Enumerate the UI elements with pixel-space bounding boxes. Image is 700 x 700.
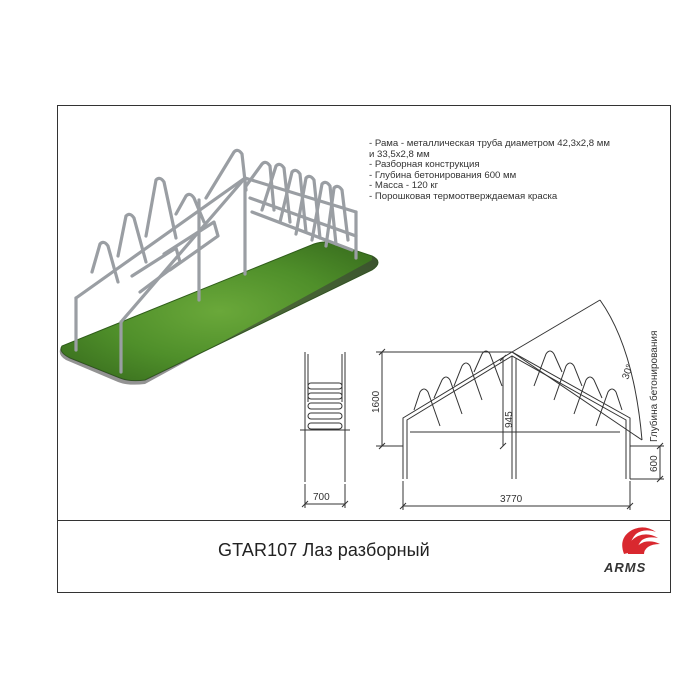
side-view-drawing	[300, 352, 350, 508]
spec-item: - Глубина бетонирования 600 мм	[369, 169, 517, 181]
spec-item: - Рама - металлическая труба диаметром 4…	[369, 138, 610, 149]
product-title: GTAR107 Лаз разборный	[218, 540, 430, 560]
spec-item: - Масса - 120 кг	[369, 180, 439, 192]
spec-item: и 33,5x2,8 мм	[369, 148, 430, 160]
title-block-divider	[57, 520, 671, 521]
dimension-length: 3770	[500, 494, 523, 505]
dimension-height: 1600	[371, 390, 382, 413]
dimension-side-width: 700	[313, 492, 330, 503]
climbing-frame	[74, 148, 358, 374]
dimension-center-height: 945	[504, 411, 515, 428]
spec-item: - Разборная конструкция	[369, 159, 480, 171]
spec-item: - Порошковая термоотверждаемая краска	[369, 190, 558, 202]
arms-logo: ARMS	[603, 527, 660, 575]
angle-label: 30°	[620, 363, 636, 381]
drawing-frame	[57, 105, 671, 593]
logo-text: ARMS	[603, 560, 646, 575]
logo-swoosh-icon	[622, 527, 660, 554]
specifications-list: - Рама - металлическая труба диаметром 4…	[369, 138, 674, 203]
front-view-drawing	[376, 299, 664, 510]
dimension-depth: 600	[649, 455, 660, 472]
depth-label: Глубина бетонирования	[648, 331, 660, 442]
